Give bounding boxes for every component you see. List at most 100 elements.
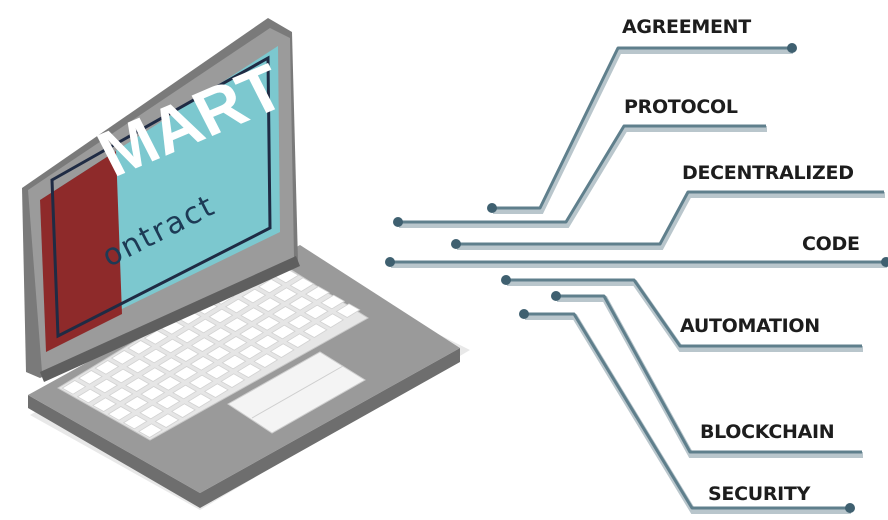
keyboard-key bbox=[109, 368, 135, 384]
keyboard-key bbox=[171, 403, 196, 418]
keyboard-key bbox=[224, 298, 250, 314]
keyboard-key bbox=[236, 363, 262, 378]
keyboard-key bbox=[289, 277, 315, 292]
keyboard-key bbox=[205, 364, 230, 380]
keyboard-key bbox=[92, 397, 117, 412]
keyboard-key bbox=[190, 337, 216, 352]
keyboard-key bbox=[273, 287, 299, 302]
keyboard-key bbox=[319, 313, 345, 328]
keyboard-key bbox=[174, 347, 200, 362]
keyboard-key bbox=[257, 278, 283, 294]
connector-security-start-dot bbox=[519, 309, 529, 319]
keyboard-key bbox=[253, 353, 279, 368]
keyboard-key bbox=[125, 377, 150, 392]
connector-agreement-end-dot bbox=[787, 43, 797, 53]
keyboard-key bbox=[123, 396, 149, 411]
screen-inner-frame bbox=[50, 55, 272, 339]
keyboard-key bbox=[156, 376, 182, 391]
keyboard-key bbox=[203, 383, 229, 398]
keyboard-key bbox=[287, 314, 313, 330]
laptop-base-edge bbox=[28, 348, 460, 508]
term-security: SECURITY bbox=[708, 483, 811, 505]
connector-automation-start-dot bbox=[501, 275, 511, 285]
keyboard-key bbox=[175, 328, 201, 344]
connector-security-end-dot bbox=[845, 503, 855, 513]
connector-decentralized-shadow bbox=[457, 192, 885, 250]
connector-blockchain-start-dot bbox=[551, 291, 561, 301]
connector-protocol bbox=[398, 124, 766, 224]
keyboard-key bbox=[220, 373, 246, 388]
connector-security bbox=[524, 312, 850, 510]
keyboard-key bbox=[172, 384, 198, 400]
keyboard-key bbox=[155, 394, 181, 410]
keyboard-key bbox=[122, 414, 148, 430]
keyboard-key bbox=[143, 330, 169, 345]
keyboard-key bbox=[187, 393, 213, 408]
keyboard-key bbox=[320, 294, 346, 310]
term-decentralized: DECENTRALIZED bbox=[682, 162, 854, 184]
keyboard-key bbox=[286, 333, 312, 348]
keyboard-key bbox=[110, 350, 136, 365]
keyboard-key bbox=[223, 317, 249, 332]
connector-code-end-dot bbox=[881, 257, 888, 267]
keyboard-key bbox=[207, 327, 233, 342]
keyboard-key bbox=[239, 326, 265, 341]
connector-decentralized-start-dot bbox=[451, 239, 461, 249]
term-automation: AUTOMATION bbox=[680, 315, 820, 337]
keyboard-key bbox=[241, 288, 267, 304]
keyboard-key bbox=[94, 360, 120, 375]
term-blockchain: BLOCKCHAIN bbox=[700, 421, 835, 443]
keyboard-key bbox=[140, 386, 166, 401]
keyboard-key bbox=[303, 304, 329, 320]
keyboard-key bbox=[108, 387, 134, 402]
keyboard-key bbox=[141, 367, 167, 382]
connector-protocol-shadow bbox=[399, 126, 767, 228]
connector-protocol-start-dot bbox=[393, 217, 403, 227]
term-code: CODE bbox=[802, 233, 860, 255]
keyboard-key bbox=[127, 340, 153, 355]
keyboard-key bbox=[159, 338, 184, 354]
keyboard-key bbox=[189, 356, 215, 371]
screen-red-panel bbox=[40, 151, 122, 352]
keyboard-key bbox=[269, 343, 295, 358]
keyboard-key bbox=[305, 286, 330, 301]
connector-agreement-start-dot bbox=[487, 203, 497, 213]
keyboard-key bbox=[272, 306, 297, 321]
connector-code-start-dot bbox=[385, 257, 395, 267]
connector-agreement bbox=[492, 46, 792, 210]
keyboard-key bbox=[77, 370, 103, 385]
keyboard-key bbox=[154, 413, 180, 428]
keyboard-key bbox=[107, 406, 133, 421]
term-protocol: PROTOCOL bbox=[624, 96, 738, 118]
keyboard-key bbox=[142, 348, 168, 364]
connector-decentralized bbox=[456, 190, 884, 246]
keyboard-key bbox=[222, 336, 248, 351]
term-agreement: AGREEMENT bbox=[622, 16, 751, 38]
keyboard-key bbox=[335, 303, 361, 318]
connector-blockchain bbox=[556, 294, 862, 454]
keyboard-key bbox=[238, 344, 263, 360]
keyboard-key bbox=[173, 366, 199, 381]
keyboard-key bbox=[254, 334, 280, 350]
keyboard-key bbox=[188, 374, 214, 390]
keyboard-key bbox=[206, 346, 232, 361]
keyboard-key bbox=[138, 423, 163, 438]
keyboard-key bbox=[126, 358, 152, 374]
keyboard-key bbox=[157, 357, 183, 372]
keyboard-key bbox=[288, 296, 314, 311]
keyboard-key bbox=[270, 324, 296, 340]
keyboard-key bbox=[208, 308, 234, 324]
keyboard-key bbox=[76, 388, 102, 404]
connector-automation bbox=[506, 278, 862, 348]
keyboard-key bbox=[93, 378, 119, 394]
keyboard-key bbox=[61, 380, 87, 395]
keyboard-key bbox=[221, 354, 247, 370]
keyboard-key bbox=[192, 318, 217, 334]
keyboard-key bbox=[302, 323, 328, 338]
keyboard-key bbox=[240, 307, 266, 322]
keyboard-key bbox=[255, 316, 281, 331]
connector-agreement-shadow bbox=[493, 48, 793, 214]
